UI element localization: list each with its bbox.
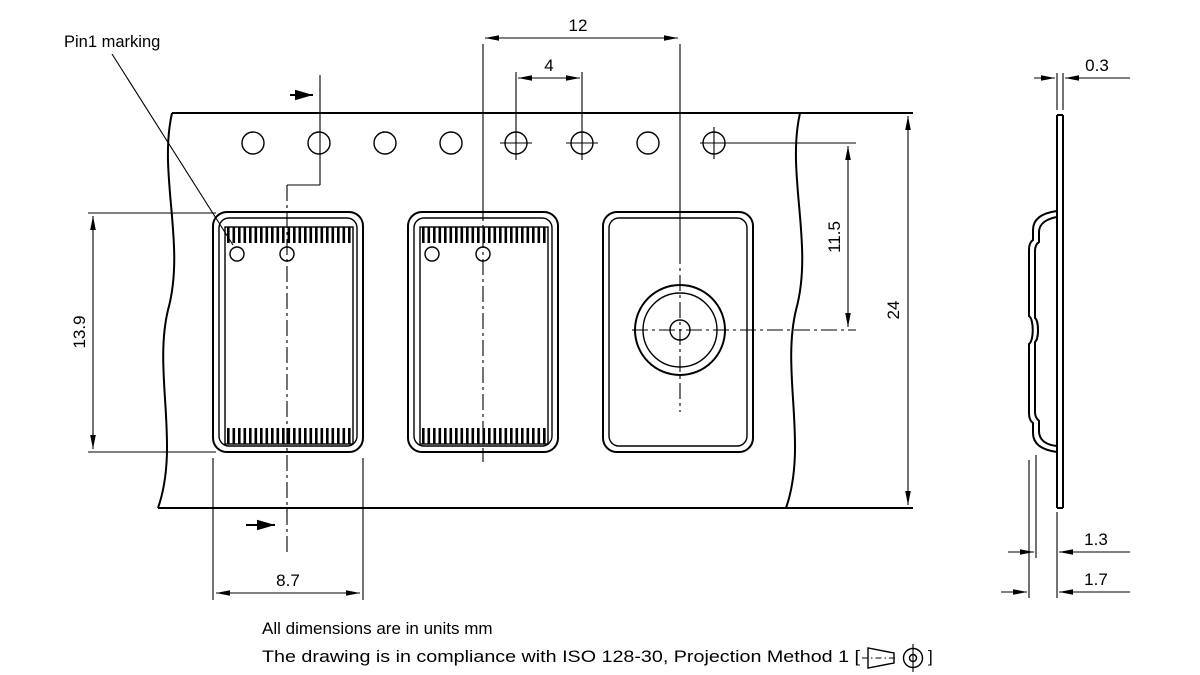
dim-sprocket-pitch: 4 [515, 56, 583, 160]
dim-tape-thickness-label: 0.3 [1085, 56, 1109, 75]
emboss-profile-inner [1034, 216, 1058, 447]
dim-pocket-pitch: 12 [482, 16, 681, 462]
dim-pocket-length-label: 13.9 [70, 315, 89, 348]
dim-emboss-step-inner: 1.3 [1008, 455, 1130, 598]
dim-hole-to-pocket-center: 11.5 [632, 142, 856, 331]
emboss-profile-outer [1028, 210, 1058, 453]
pin1-marking-dot [229, 246, 245, 262]
sprocket-holes [241, 127, 726, 159]
side-view [1028, 114, 1064, 509]
note-units: All dimensions are in units mm [262, 619, 493, 638]
dim-hole-to-pocket-center-label: 11.5 [825, 221, 844, 253]
tape-outline [157, 112, 913, 509]
dim-emboss-step-outer: 1.7 [1001, 460, 1130, 598]
dim-emboss-step-inner-label: 1.3 [1084, 530, 1108, 549]
dim-pocket-pitch-label: 12 [569, 16, 588, 35]
note-iso-compliance: The drawing is in compliance with ISO 12… [262, 647, 860, 666]
pin1-marking-dot [424, 246, 440, 262]
tape-break-edge-left [157, 112, 176, 509]
dim-tape-thickness: 0.3 [1034, 56, 1130, 110]
note-iso-close-bracket: ] [928, 647, 933, 666]
pin1-label: Pin1 marking [64, 33, 160, 51]
dim-pocket-length: 13.9 [70, 212, 216, 453]
projection-method-icon [862, 644, 924, 672]
tape-break-edge-right [785, 112, 804, 509]
pocket-3 [602, 211, 754, 453]
dim-emboss-step-outer-label: 1.7 [1084, 570, 1108, 589]
dim-sprocket-pitch-label: 4 [544, 56, 553, 75]
pocket-1 [212, 211, 364, 453]
section-indicator [246, 75, 321, 552]
dim-tape-width-label: 24 [884, 301, 903, 320]
notes: All dimensions are in units mm The drawi… [262, 619, 933, 672]
dim-pocket-width-label: 8.7 [276, 571, 300, 590]
dim-tape-width: 24 [884, 116, 911, 505]
dim-pocket-width: 8.7 [212, 458, 364, 600]
